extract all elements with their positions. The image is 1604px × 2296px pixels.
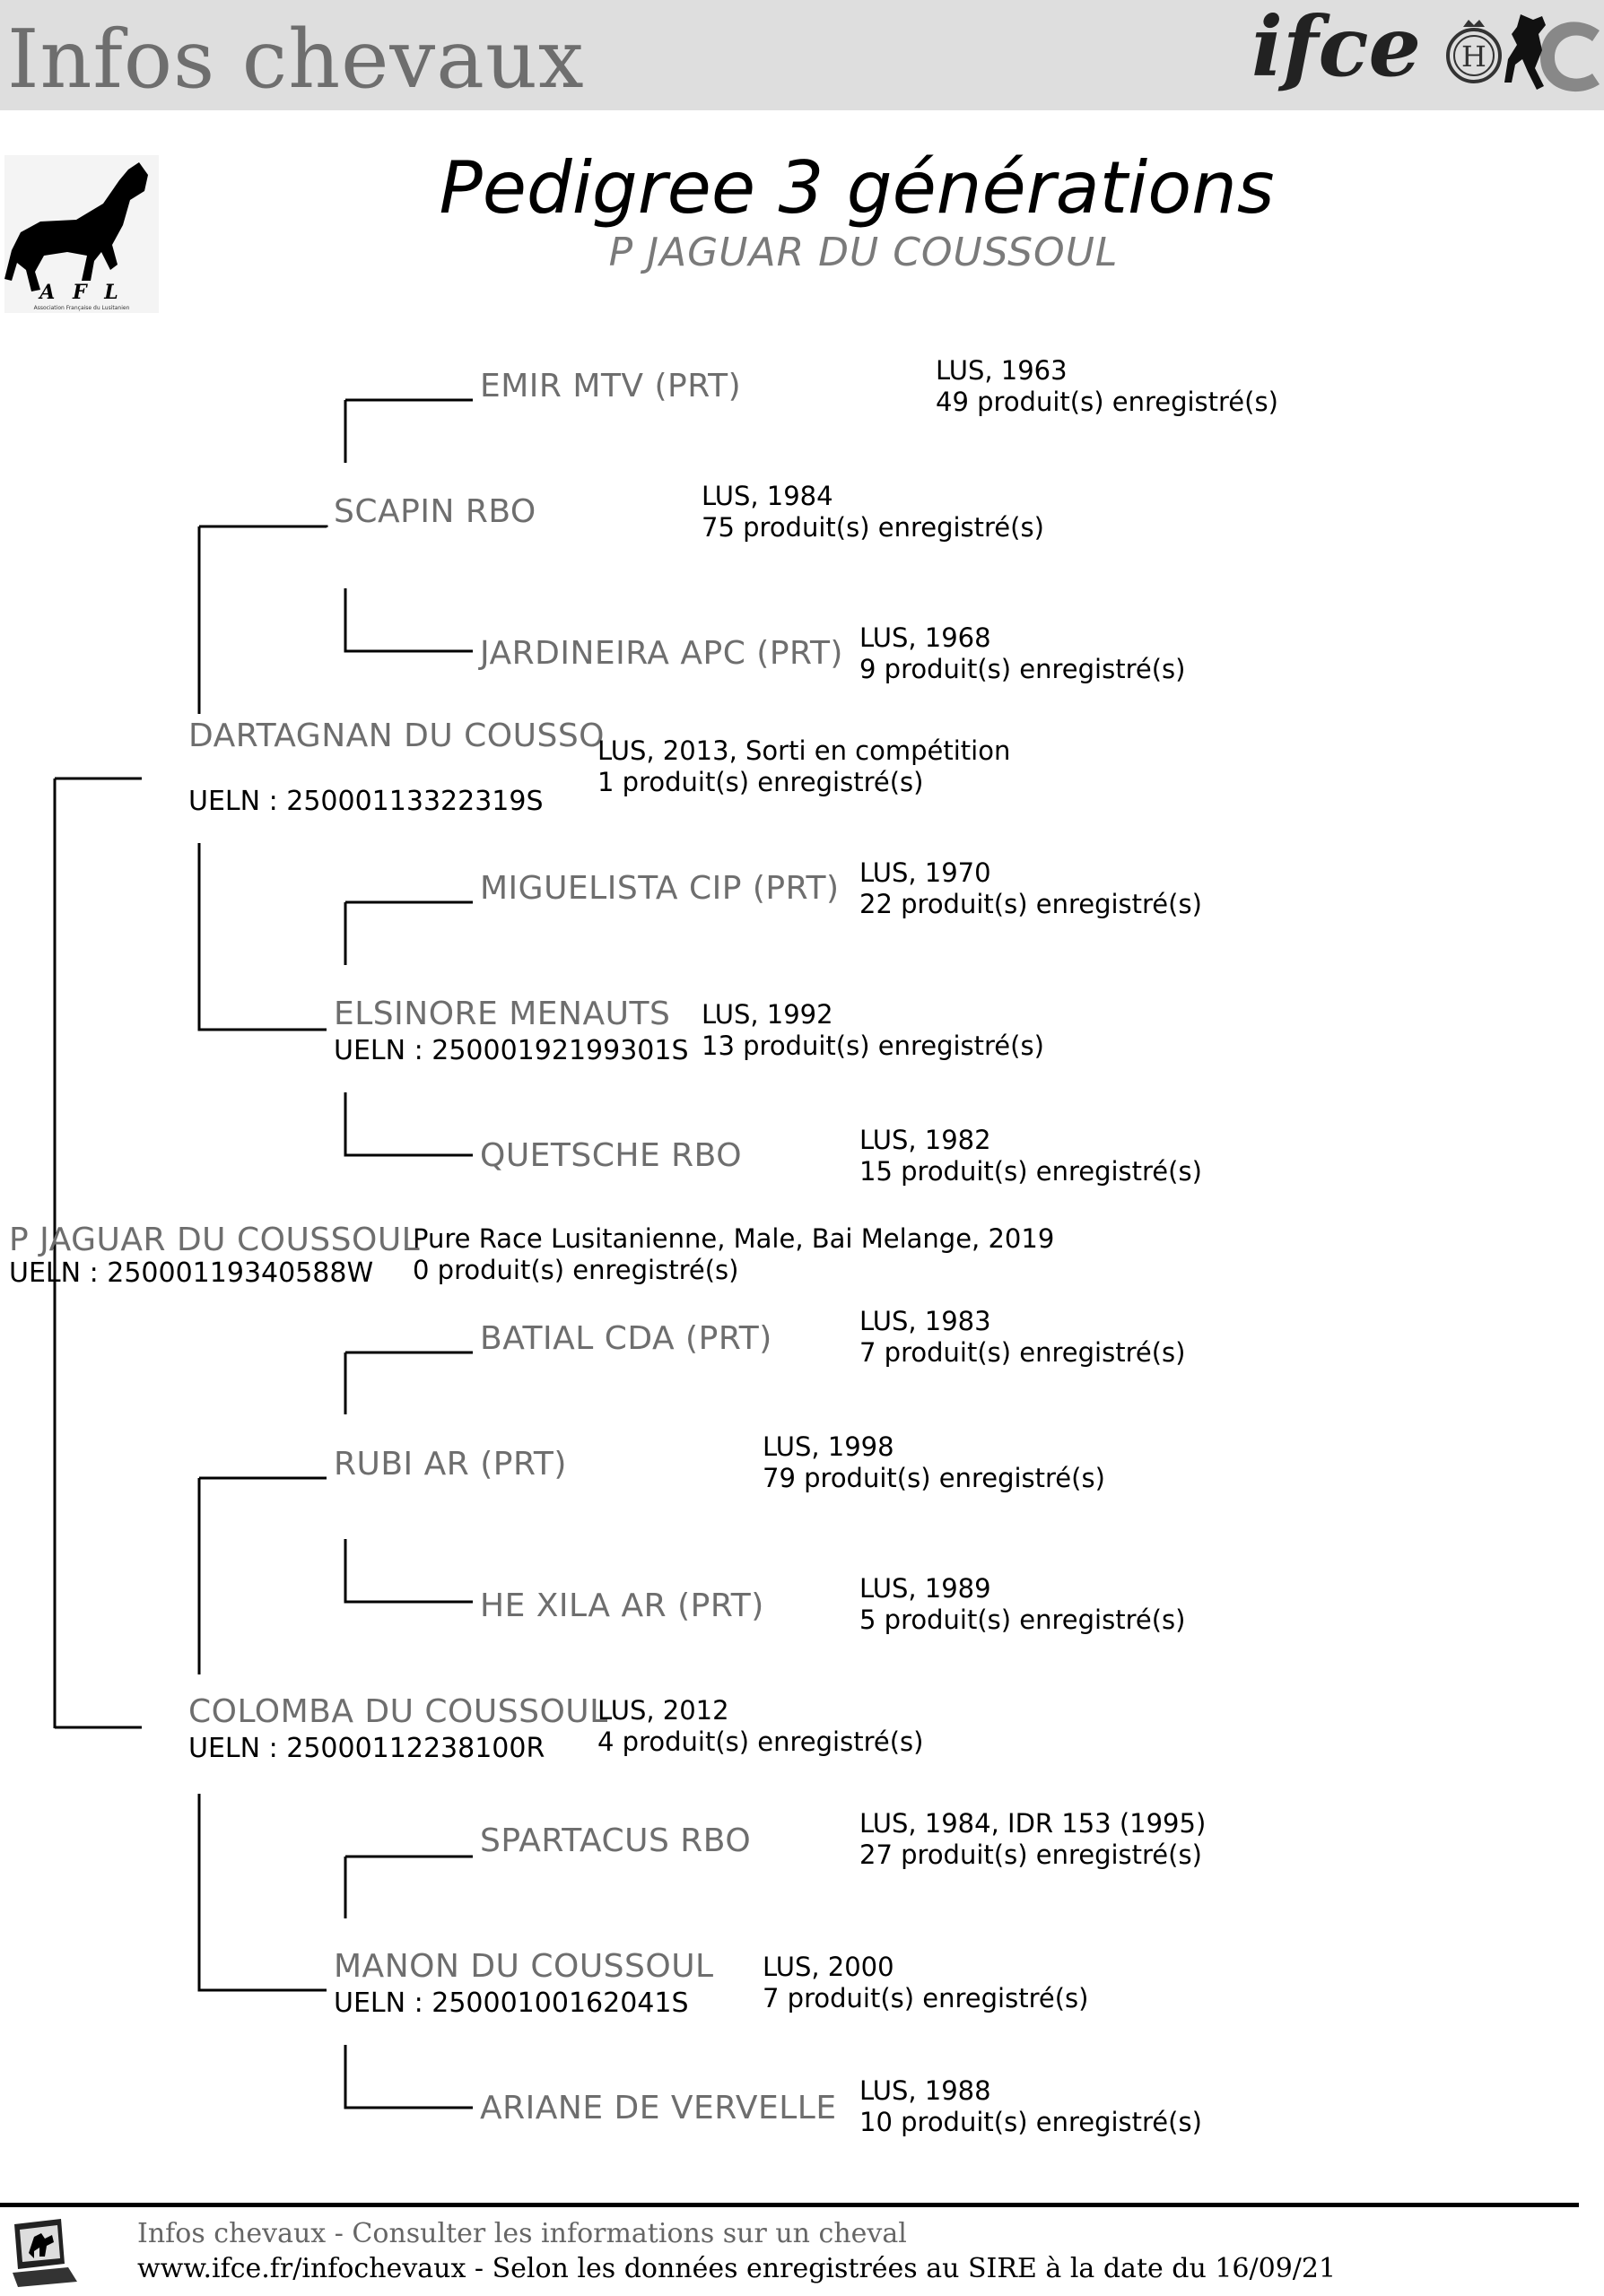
site-title: Infos chevaux	[7, 13, 585, 107]
horse-silhouette-icon	[4, 162, 148, 291]
header-bar	[0, 0, 1604, 110]
afl-letters: A F L	[38, 281, 123, 304]
footer-rule	[0, 2203, 1579, 2207]
computer-horse-icon	[9, 2217, 81, 2292]
horse-name-miguelista[interactable]: MIGUELISTA CIP (PRT)	[480, 870, 840, 907]
horse-name-elsinore[interactable]: ELSINORE MENAUTS	[334, 996, 671, 1032]
horse-name-spartacus[interactable]: SPARTACUS RBO	[480, 1822, 752, 1859]
horse-ueln-subject: UELN : 25000119340588W	[9, 1257, 374, 1289]
page-subtitle: P JAGUAR DU COUSSOUL	[608, 230, 1119, 275]
horse-info-spartacus: LUS, 1984, IDR 153 (1995)27 produit(s) e…	[859, 1808, 1207, 1870]
connector-manon-top	[344, 1855, 473, 1918]
rearing-horse-c-icon	[1504, 14, 1600, 92]
horse-name-batial[interactable]: BATIAL CDA (PRT)	[480, 1320, 772, 1357]
connector-dam	[197, 1476, 327, 1992]
horse-info-subject: Pure Race Lusitanienne, Male, Bai Melang…	[413, 1223, 1055, 1285]
horse-ueln-dartagnan: UELN : 25000113322319S	[188, 786, 544, 817]
connector-manon-bottom	[344, 2045, 473, 2109]
afl-caption: Association Française du Lusitanien	[34, 305, 130, 311]
horse-name-dartagnan[interactable]: DARTAGNAN DU COUSSO	[188, 718, 605, 754]
connector-subject	[53, 777, 142, 1729]
haras-seal-icon: H	[1446, 20, 1502, 83]
horse-ueln-manon: UELN : 25000100162041S	[334, 1987, 689, 2019]
horse-name-manon[interactable]: MANON DU COUSSOUL	[334, 1948, 714, 1985]
horse-name-subject[interactable]: P JAGUAR DU COUSSOUL	[9, 1222, 421, 1258]
horse-ueln-elsinore: UELN : 25000192199301S	[334, 1035, 689, 1066]
horse-name-scapin[interactable]: SCAPIN RBO	[334, 493, 536, 530]
horse-name-rubi[interactable]: RUBI AR (PRT)	[334, 1446, 567, 1483]
afl-logo: A F L Association Française du Lusitanie…	[4, 155, 159, 313]
connector-sire	[197, 525, 328, 1031]
page-title: Pedigree 3 générations	[439, 146, 1275, 230]
connector-elsinore-top	[344, 900, 473, 965]
haras-letter: H	[1461, 39, 1486, 74]
connector-rubi-top	[344, 1351, 473, 1414]
connector-scapin-bottom	[344, 588, 473, 653]
horse-name-jardineira[interactable]: JARDINEIRA APC (PRT)	[480, 635, 843, 672]
ifce-brand-text: ifce	[1251, 4, 1421, 95]
horse-name-quetsche[interactable]: QUETSCHE RBO	[480, 1137, 743, 1174]
connector-elsinore-bottom	[344, 1092, 473, 1157]
ifce-logo[interactable]: ifce H	[1251, 0, 1601, 110]
footer-line-2[interactable]: www.ifce.fr/infochevaux - Selon les donn…	[137, 2253, 1337, 2284]
horse-ueln-colomba: UELN : 25000112238100R	[188, 1733, 545, 1764]
footer-line-1: Infos chevaux - Consulter les informatio…	[137, 2218, 907, 2249]
horse-name-colomba[interactable]: COLOMBA DU COUSSOUL	[188, 1693, 608, 1730]
horse-name-ariane[interactable]: ARIANE DE VERVELLE	[480, 2090, 837, 2126]
connector-scapin-top	[344, 398, 473, 463]
connector-rubi-bottom	[344, 1539, 473, 1604]
horse-name-hexila[interactable]: HE XILA AR (PRT)	[480, 1587, 764, 1624]
horse-name-emir[interactable]: EMIR MTV (PRT)	[480, 368, 742, 404]
